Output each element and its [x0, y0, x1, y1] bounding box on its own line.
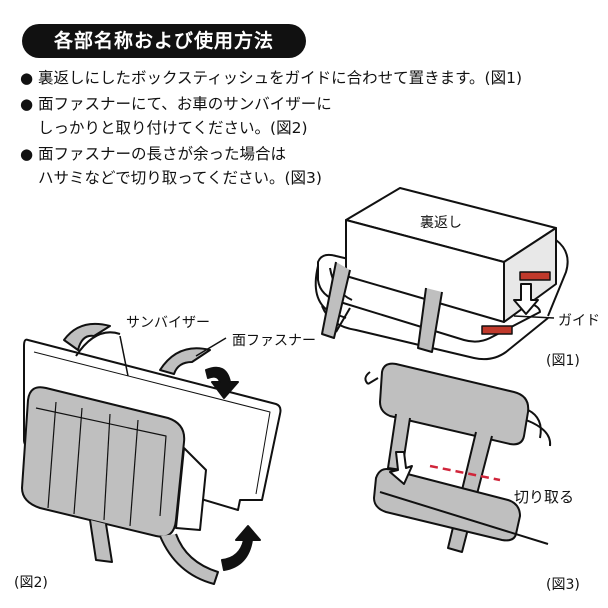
- guide-tab: [481, 325, 513, 335]
- instruction-line: 面ファスナーにて、お車のサンバイザーに: [38, 95, 332, 113]
- fastener-strap: [321, 261, 351, 339]
- figure-3-caption: (図3): [546, 577, 580, 593]
- fastener-strap: [63, 322, 111, 351]
- fastener-strap: [159, 533, 219, 585]
- guide-label: ガイド: [558, 313, 600, 329]
- fastener-strap: [89, 519, 113, 563]
- figure-2-caption: (図2): [14, 575, 48, 591]
- box-label: 裏返し: [420, 215, 462, 231]
- arrow-down-icon: [389, 451, 413, 485]
- sunvisor-label: サンバイザー: [126, 315, 210, 331]
- figure-1-illustration: [314, 187, 569, 361]
- instruction-item-3: ● 面ファスナーの長さが余った場合は ハサミなどで切り取ってください。(図3): [20, 142, 522, 190]
- fastener-strap: [387, 413, 411, 471]
- section-title: 各部名称および使用方法: [22, 24, 306, 58]
- instruction-list: ● 裏返しにしたボックスティッシュをガイドに合わせて置きます。(図1) ● 面フ…: [20, 66, 522, 192]
- tissue-holder: [379, 362, 530, 446]
- bullet-icon: ●: [20, 145, 34, 163]
- arrow-down-icon: [513, 283, 539, 315]
- instruction-line: しっかりと取り付けてください。(図2): [38, 119, 308, 137]
- fastener-label: 面ファスナー: [232, 333, 316, 349]
- instruction-item-1: ● 裏返しにしたボックスティッシュをガイドに合わせて置きます。(図1): [20, 66, 522, 90]
- bullet-icon: ●: [20, 95, 34, 113]
- guide-tab: [519, 271, 551, 281]
- fastener-strap: [417, 287, 443, 353]
- rotate-arrow-icon: [205, 366, 239, 399]
- instruction-line: 裏返しにしたボックスティッシュをガイドに合わせて置きます。(図1): [38, 69, 523, 87]
- instruction-line: ハサミなどで切り取ってください。(図3): [38, 169, 322, 187]
- bullet-icon: ●: [20, 69, 34, 87]
- instruction-item-2: ● 面ファスナーにて、お車のサンバイザーに しっかりと取り付けてください。(図2…: [20, 92, 522, 140]
- rotate-arrow-icon: [221, 525, 261, 571]
- figure-2-illustration: [21, 322, 282, 585]
- instruction-line: 面ファスナーの長さが余った場合は: [38, 145, 287, 163]
- figure-1-caption: (図1): [546, 353, 580, 369]
- cut-label: 切り取る: [514, 488, 575, 506]
- figure-3-illustration: [364, 362, 552, 553]
- cut-line: [429, 464, 501, 482]
